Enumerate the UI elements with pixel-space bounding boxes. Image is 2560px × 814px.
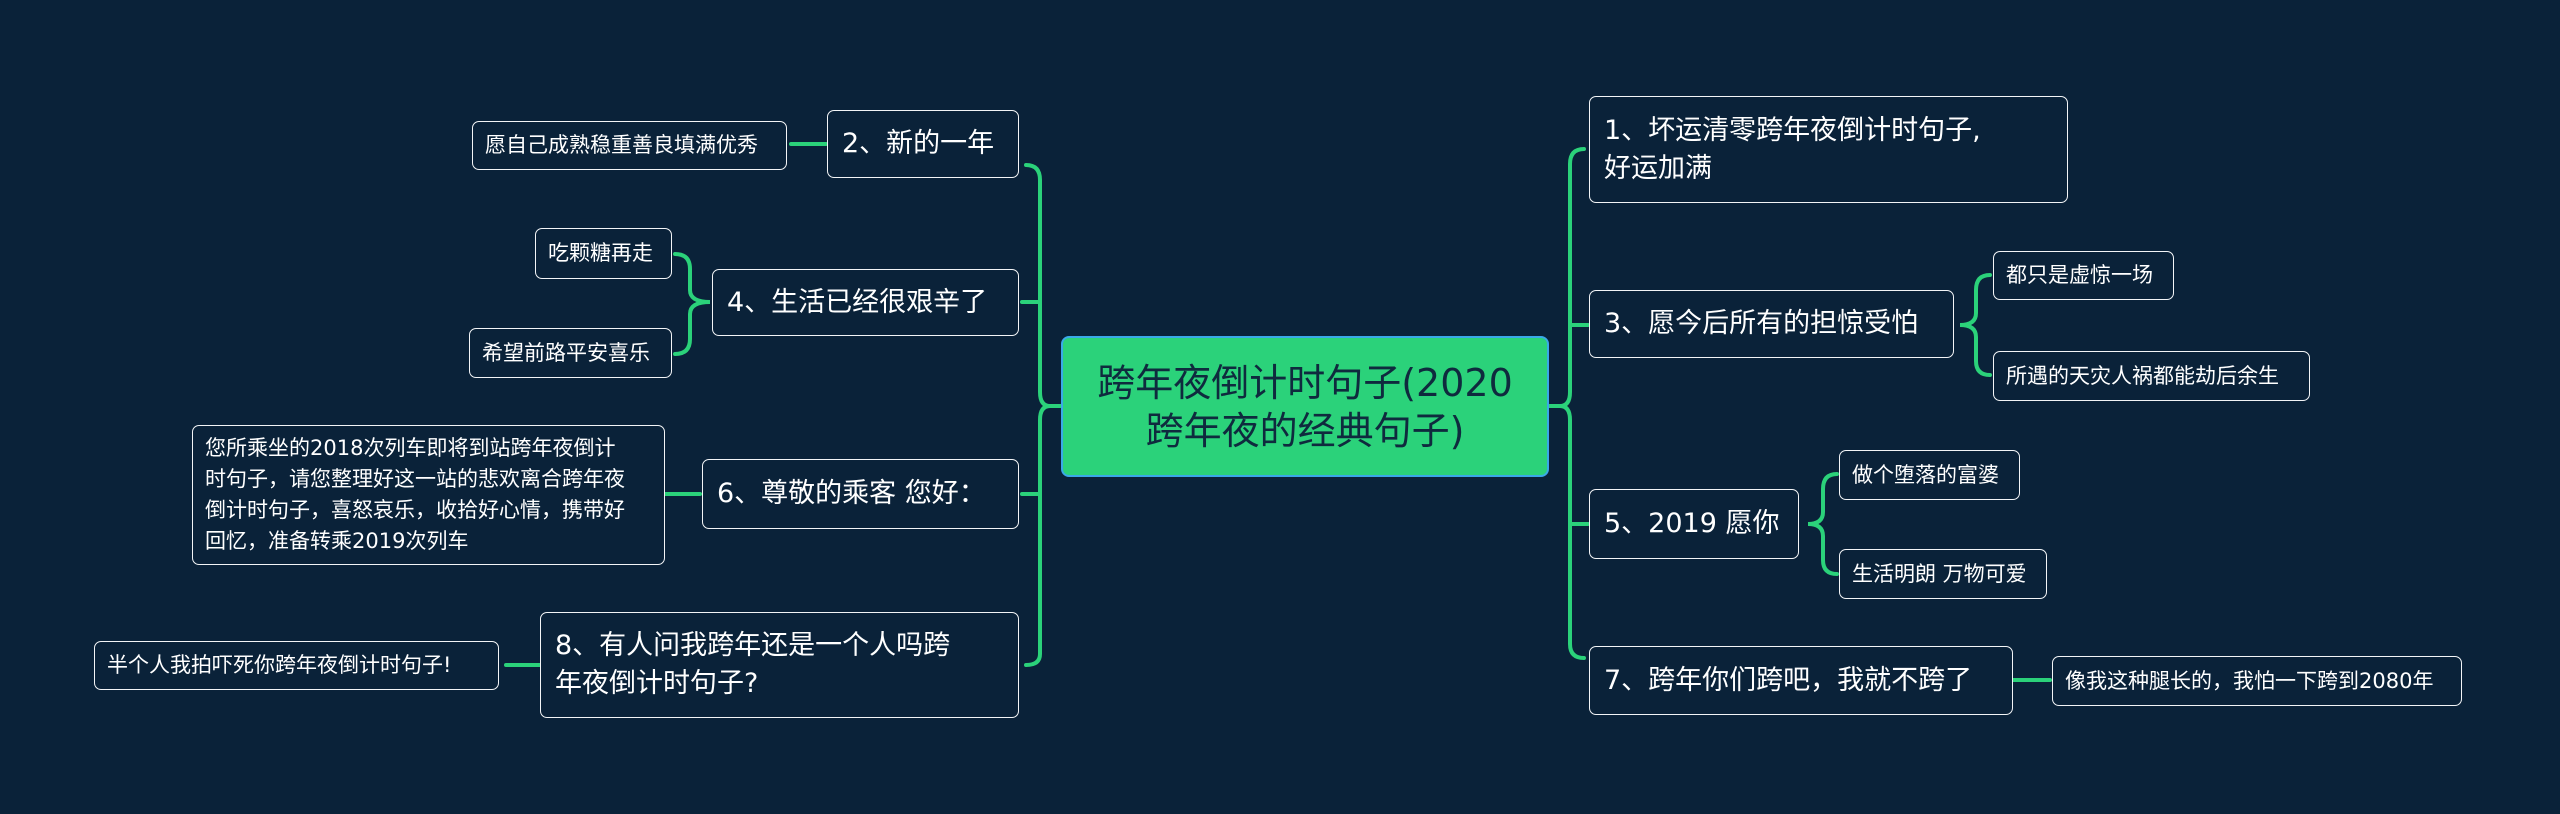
- leaf-right-3-1[interactable]: 都只是虚惊一场: [1993, 251, 2174, 300]
- leaf-left-4-1[interactable]: 吃颗糖再走: [535, 228, 672, 279]
- leaf-right-5-2[interactable]: 生活明朗 万物可爱: [1839, 549, 2047, 599]
- topic-right-7[interactable]: 7、跨年你们跨吧，我就不跨了: [1589, 646, 2013, 715]
- leaf-left-4-2[interactable]: 希望前路平安喜乐: [469, 328, 672, 378]
- leaf-left-8-1[interactable]: 半个人我拍吓死你跨年夜倒计时句子!: [94, 641, 499, 690]
- topic-right-5[interactable]: 5、2019 愿你: [1589, 489, 1799, 559]
- leaf-left-2-1[interactable]: 愿自己成熟稳重善良填满优秀: [472, 121, 787, 170]
- topic-left-6[interactable]: 6、尊敬的乘客 您好：: [702, 459, 1019, 529]
- leaf-right-7-1[interactable]: 像我这种腿长的，我怕一下跨到2080年: [2052, 656, 2462, 706]
- topic-left-2[interactable]: 2、新的一年: [827, 110, 1019, 178]
- brace-right-5: [1807, 472, 1839, 576]
- leaf-right-3-2[interactable]: 所遇的天灾人祸都能劫后余生: [1993, 351, 2310, 401]
- brace-left-main: [1024, 163, 1051, 667]
- topic-right-3[interactable]: 3、愿今后所有的担惊受怕: [1589, 290, 1954, 358]
- brace-right-main: [1559, 147, 1586, 660]
- leaf-right-5-1[interactable]: 做个堕落的富婆: [1839, 450, 2020, 500]
- topic-left-8[interactable]: 8、有人问我跨年还是一个人吗跨 年夜倒计时句子?: [540, 612, 1019, 718]
- topic-left-4[interactable]: 4、生活已经很艰辛了: [712, 269, 1019, 336]
- topic-right-1[interactable]: 1、坏运清零跨年夜倒计时句子, 好运加满: [1589, 96, 2068, 203]
- root-topic[interactable]: 跨年夜倒计时句子(2020 跨年夜的经典句子): [1061, 336, 1549, 477]
- brace-right-3: [1959, 273, 1992, 377]
- brace-left-4: [673, 252, 711, 356]
- leaf-left-6-1[interactable]: 您所乘坐的2018次列车即将到站跨年夜倒计 时句子，请您整理好这一站的悲欢离合跨…: [192, 425, 665, 565]
